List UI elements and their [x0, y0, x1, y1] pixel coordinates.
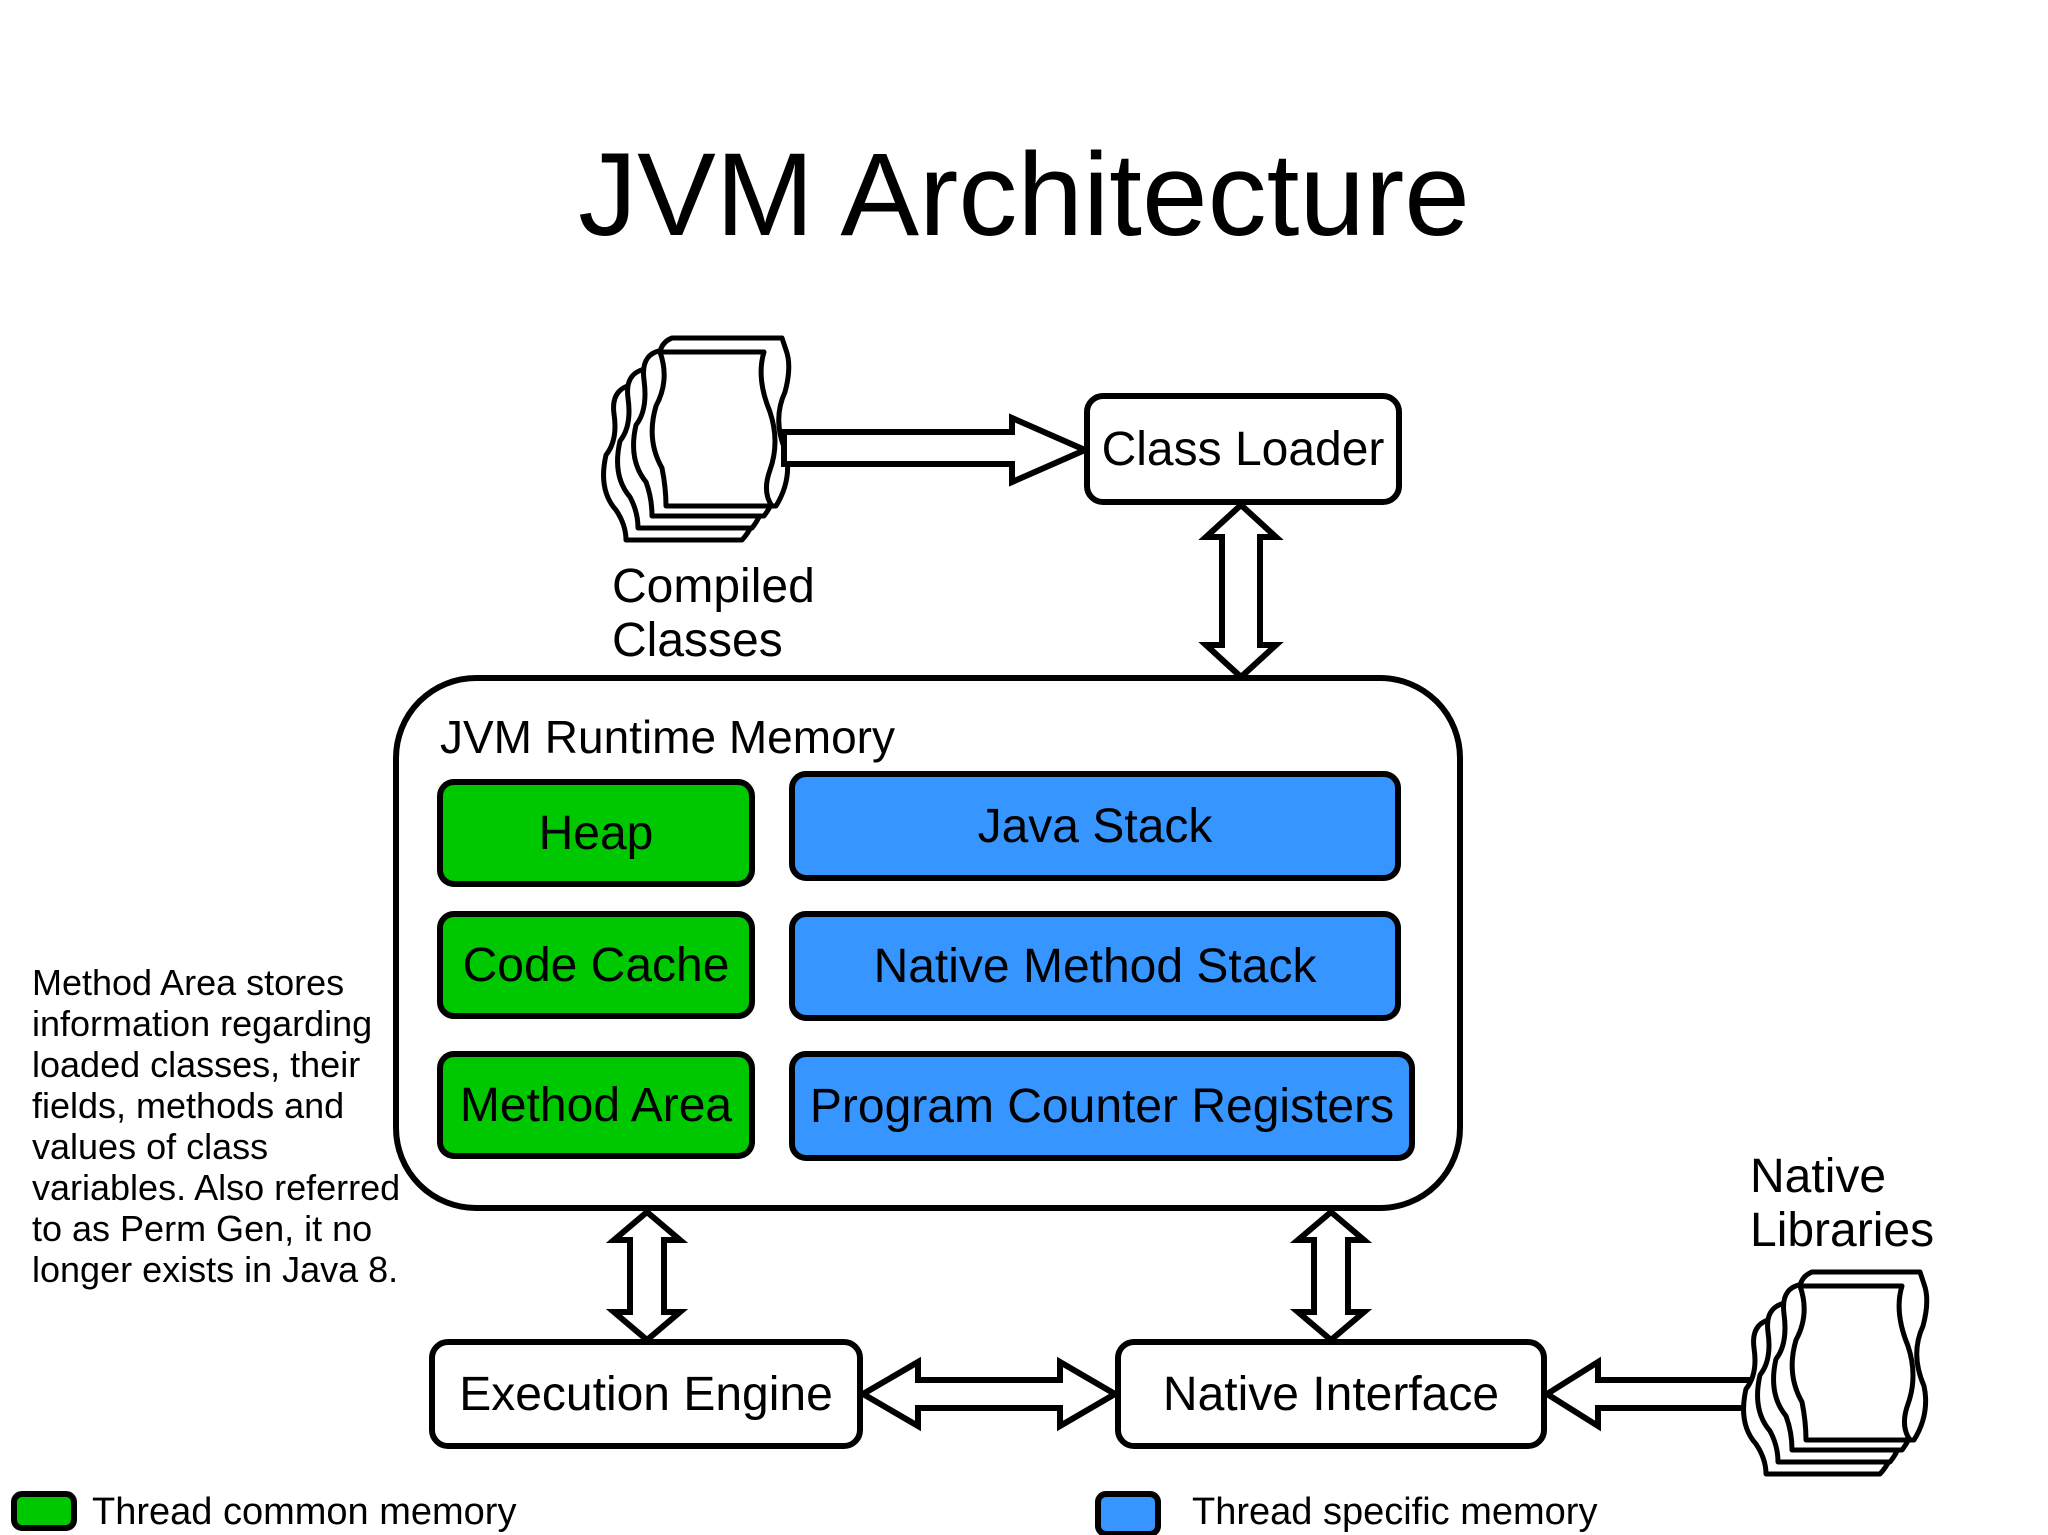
native-interface-label: Native Interface: [1162, 1367, 1500, 1421]
method-area-label: Method Area: [459, 1078, 733, 1132]
program-counter-registers-label: Program Counter Registers: [809, 1079, 1395, 1133]
runtime-memory-title: JVM Runtime Memory: [440, 711, 895, 763]
native-method-stack-label: Native Method Stack: [873, 939, 1317, 993]
method-area-box: [437, 1051, 755, 1159]
java-stack-box: [789, 771, 1401, 881]
arrow-to-class-loader: [781, 413, 1093, 487]
execution-engine-label: Execution Engine: [459, 1367, 833, 1421]
code-cache-label: Code Cache: [462, 938, 730, 992]
compiled-classes-label: Compiled Classes: [612, 560, 815, 668]
code-cache-box: [437, 911, 755, 1019]
program-counter-registers-box: [789, 1051, 1415, 1161]
compiled-classes-icon: [601, 335, 792, 543]
compiled-classes-line2: Classes: [612, 614, 783, 667]
method-area-note: Method Area stores information regarding…: [32, 962, 401, 1290]
legend-common-swatch: [11, 1491, 77, 1531]
arrow-native-libraries: [1541, 1356, 1761, 1432]
arrow-runtime-native-interface: [1289, 1208, 1373, 1344]
class-loader-box: [1084, 393, 1402, 505]
native-libraries-icon: [1741, 1269, 1930, 1477]
legend-specific-label: Thread specific memory: [1192, 1491, 1598, 1533]
native-libraries-line2: Libraries: [1750, 1204, 1935, 1257]
heap-box: [437, 779, 755, 887]
native-libraries-label: Native Libraries: [1750, 1150, 1934, 1258]
native-method-stack-box: [789, 911, 1401, 1021]
arrow-runtime-execution-engine: [605, 1208, 689, 1344]
page-title: JVM Architecture: [578, 129, 1470, 261]
class-loader-label: Class Loader: [1101, 422, 1385, 476]
legend-specific-swatch: [1095, 1491, 1161, 1535]
heap-label: Heap: [538, 806, 654, 860]
arrow-execution-native-interface: [857, 1356, 1121, 1432]
legend-common-label: Thread common memory: [92, 1491, 517, 1533]
compiled-classes-line1: Compiled: [612, 560, 815, 613]
arrow-class-loader-runtime: [1198, 500, 1284, 682]
native-libraries-line1: Native: [1750, 1150, 1887, 1203]
java-stack-label: Java Stack: [977, 799, 1213, 853]
